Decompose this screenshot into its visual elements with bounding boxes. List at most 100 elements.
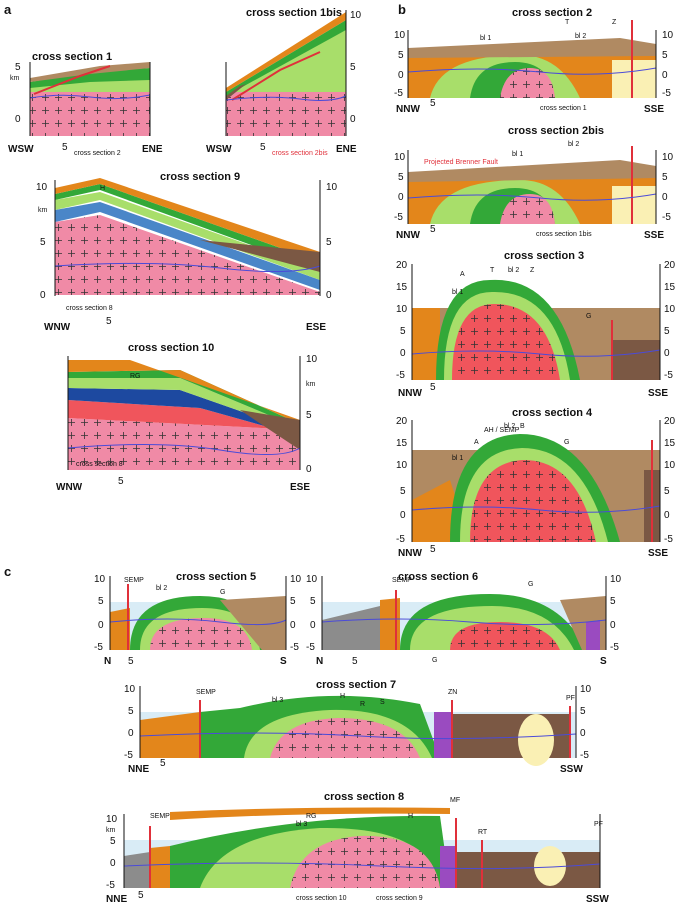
tick-label: 20: [396, 416, 408, 427]
tick-label: 0: [306, 464, 312, 475]
panel-label-a: a: [4, 2, 12, 17]
axis-unit: km: [38, 207, 48, 214]
direction-left: WNW: [56, 482, 83, 493]
section-title: cross section 7: [316, 679, 396, 691]
marker-label: G: [220, 589, 225, 596]
tick-label: 15: [664, 438, 676, 449]
tick-label: 15: [396, 438, 408, 449]
marker-label: G: [564, 439, 569, 446]
tick-label: 20: [396, 260, 408, 271]
marker-label: A: [474, 439, 479, 446]
marker-label: SEMP: [392, 577, 412, 584]
green-unit: [55, 184, 320, 270]
tick-label: 10: [662, 152, 674, 163]
tick-label: 5: [326, 237, 332, 248]
axis-unit: km: [10, 75, 20, 82]
reference-line: [139, 732, 577, 740]
section-title: cross section 9: [160, 171, 240, 183]
tick-label: 10: [580, 684, 592, 695]
light-green-unit: [30, 78, 150, 92]
scale-label: 5: [106, 316, 112, 327]
direction-right: SSW: [560, 764, 583, 775]
tick-label: 0: [98, 620, 104, 631]
tick-label: 0: [400, 348, 406, 359]
tick-label: 15: [664, 282, 676, 293]
tick-label: 10: [36, 182, 48, 193]
direction-right: ESE: [290, 482, 310, 493]
direction-right: SSE: [648, 548, 668, 559]
granite-texture: [290, 835, 440, 888]
tick-label: 5: [398, 50, 404, 61]
tick-label: 10: [610, 574, 622, 585]
tick-label: 0: [110, 858, 116, 869]
tick-label: 10: [662, 30, 674, 41]
direction-left: N: [104, 656, 111, 667]
cover-unit: [200, 240, 320, 272]
red-granite-unit: [68, 400, 300, 436]
purple-unit: [434, 712, 452, 758]
tick-label: 0: [326, 290, 332, 301]
axis-unit: km: [106, 827, 116, 834]
green-unit: [68, 370, 300, 428]
tick-label: 5: [662, 172, 668, 183]
tick-label: 10: [124, 684, 136, 695]
tick-label: 0: [398, 70, 404, 81]
tick-label: 5: [398, 172, 404, 183]
orange-unit: [68, 360, 300, 424]
tick-label: 10: [664, 304, 676, 315]
reference-line: [225, 95, 347, 101]
cover-unit: [408, 38, 656, 58]
tick-label: 10: [396, 304, 408, 315]
reference-line: [29, 94, 151, 100]
marker-label: MF: [450, 797, 460, 804]
scale-label: 5: [118, 476, 124, 487]
marker-label: bl 2: [156, 585, 167, 592]
tick-label: 15: [396, 282, 408, 293]
tick-label: 0: [662, 192, 668, 203]
orange-unit: [110, 608, 130, 650]
top-orange-unit: [170, 807, 450, 820]
light-green-unit: [68, 378, 300, 432]
reference-line: [123, 862, 601, 870]
direction-left: WNW: [44, 322, 71, 333]
tick-label: 10: [306, 354, 318, 365]
marker-label: RT: [478, 829, 488, 836]
tick-label: 5: [15, 62, 21, 73]
marker-label: H: [100, 185, 105, 192]
marker-label: PF: [566, 695, 575, 702]
marker-label: T: [490, 267, 495, 274]
section-crossref: cross section 10: [296, 895, 347, 902]
grey-unit: [322, 606, 380, 650]
tick-label: 0: [40, 290, 46, 301]
cross-section-4: cross section 4 20 15 10 5 0 -5 20 15 10…: [396, 407, 676, 559]
scale-label: 5: [352, 656, 358, 667]
tick-label: -5: [290, 642, 299, 653]
marker-label: SEMP: [150, 813, 170, 820]
reference-line: [67, 443, 301, 455]
cross-section-7: cross section 7 10 5 0 -5 10 5 0 -5 SEMP…: [124, 679, 592, 775]
marker-label: ZN: [448, 689, 457, 696]
direction-left: N: [316, 656, 323, 667]
cross-section-1bis: cross section 1bis 10 5 0 WSW ENE 5 cros…: [206, 7, 362, 157]
tick-label: 20: [664, 416, 676, 427]
tick-label: 5: [662, 50, 668, 61]
marker-label: T: [565, 19, 570, 26]
reference-line: [411, 349, 661, 357]
panel-label-c: c: [4, 564, 11, 579]
cream-unit: [534, 846, 566, 886]
marker-label: G: [528, 581, 533, 588]
blue-unit: [68, 388, 300, 436]
cross-section-3: cross section 3 20 15 10 5 0 -5 20 15 10…: [396, 250, 676, 399]
marker-label: AH / SEMP: [484, 427, 520, 434]
direction-left: NNW: [398, 388, 422, 399]
tick-label: 10: [664, 460, 676, 471]
tick-label: 5: [664, 486, 670, 497]
direction-left: NNW: [396, 230, 420, 241]
tick-label: 0: [610, 620, 616, 631]
purple-unit: [586, 620, 600, 650]
tick-label: 5: [400, 326, 406, 337]
section-crossref: cross section 2: [74, 150, 121, 157]
marker-label: bl 2: [575, 33, 586, 40]
tick-label: 5: [580, 706, 586, 717]
cross-section-9: cross section 9 10 5 0 10 5 0 km H WNW E…: [36, 171, 338, 333]
